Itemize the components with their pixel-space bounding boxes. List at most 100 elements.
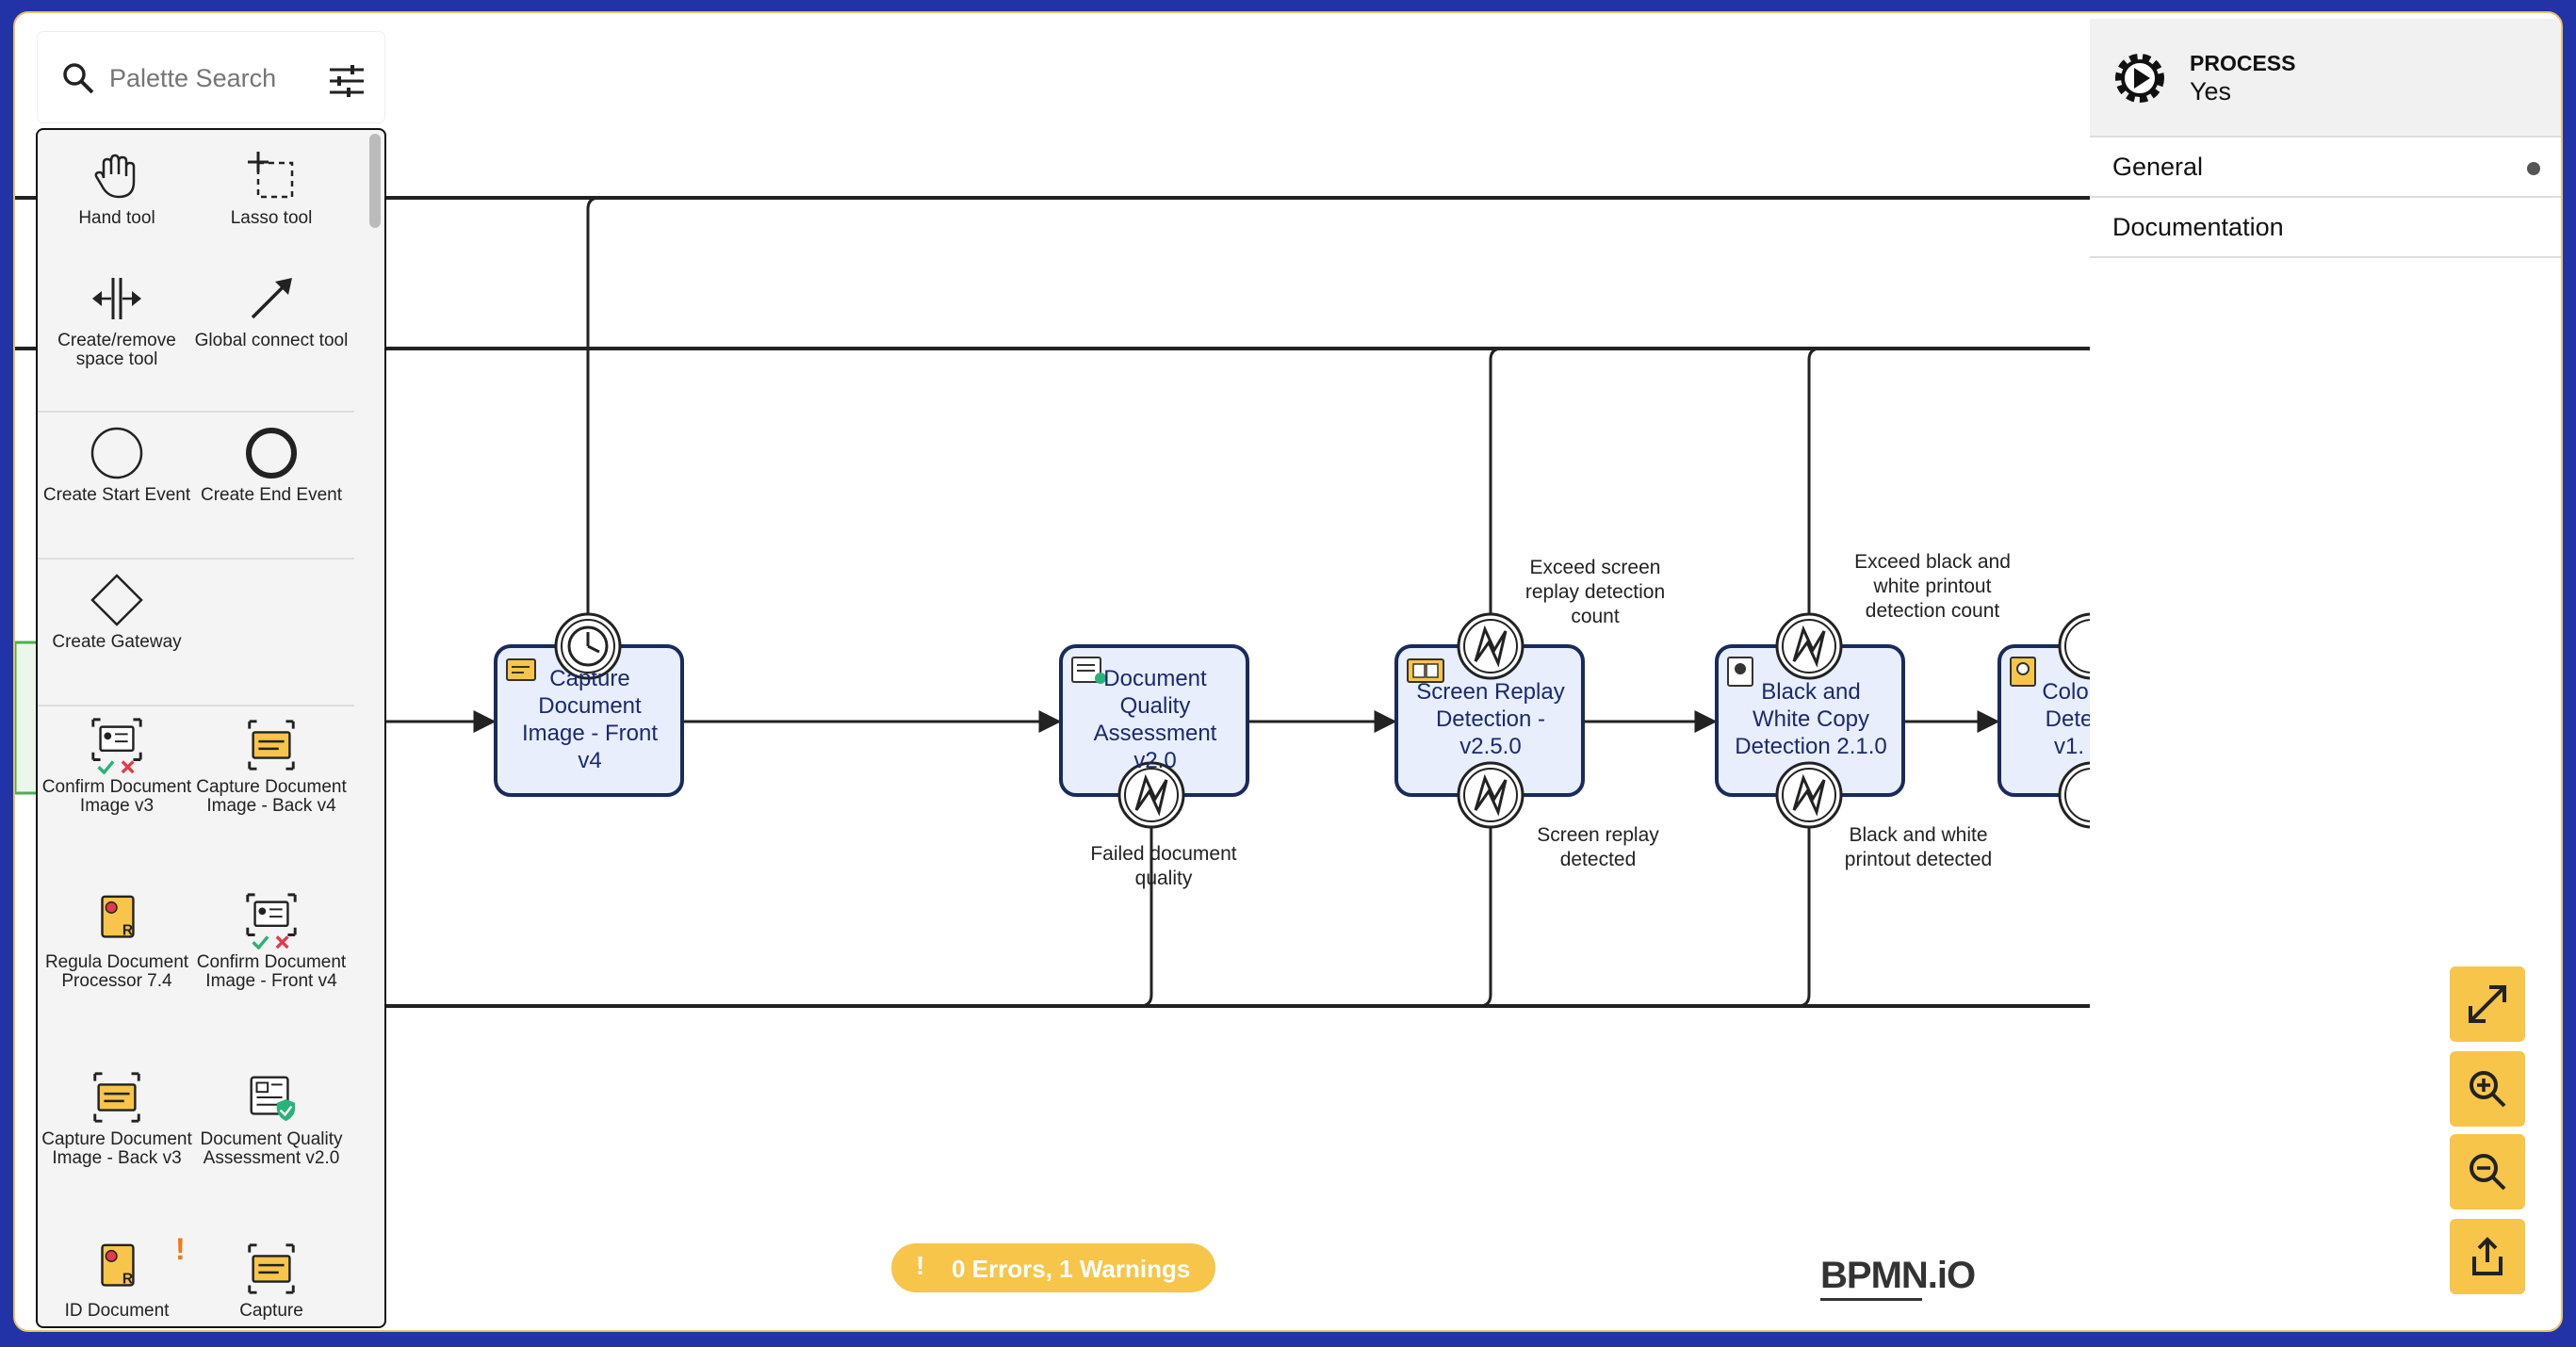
bw-up-flow[interactable]	[1807, 347, 1821, 625]
palette-item-label: Lasso tool	[230, 208, 313, 228]
palette-item-label: Global connect tool	[194, 331, 349, 350]
palette-separator	[38, 705, 354, 706]
warning-marker: !	[175, 1232, 186, 1266]
error-icon	[1134, 773, 1168, 817]
bw-down-flow[interactable]	[1797, 818, 1811, 1008]
capture-document-icon	[506, 658, 536, 681]
screen-replay-icon	[1407, 658, 1444, 683]
sliders-icon[interactable]	[328, 64, 366, 98]
export-button[interactable]	[2450, 1219, 2525, 1294]
section-label: Documentation	[2112, 213, 2284, 241]
error-icon	[1474, 625, 1508, 668]
annotation-failed-quality[interactable]: Failed document quality	[1090, 843, 1237, 889]
start-event-icon	[90, 427, 143, 479]
hand-icon	[94, 154, 136, 199]
palette-hand-tool[interactable]: Hand tool	[40, 147, 194, 228]
palette-item-label: Capture	[239, 1301, 303, 1321]
gateway-icon	[90, 574, 143, 626]
bpmn-modeler: Capture Document Image - Front v4 Docume…	[13, 11, 2563, 1332]
color-detection-icon	[2010, 657, 2036, 687]
section-label: General	[2112, 153, 2204, 181]
palette-document-quality[interactable]: Document Quality Assessment v2.0	[194, 1068, 349, 1168]
palette-capture-back-v4[interactable]: Capture Document Image - Back v4	[194, 716, 349, 816]
lint-status-button[interactable]: ! 0 Errors, 1 Warnings	[891, 1243, 1215, 1292]
palette: Hand tool Lasso tool Create/remove space…	[36, 128, 386, 1328]
capture-document-icon	[93, 1072, 140, 1123]
palette-item-label: Create/remove space tool	[57, 331, 176, 369]
regula-document-icon: R	[101, 895, 135, 939]
palette-item-label: Capture Document Image - Back v3	[41, 1129, 192, 1168]
id-document-icon: R	[101, 1243, 135, 1288]
document-quality-icon	[250, 1076, 296, 1122]
palette-item-label: Document Quality Assessment v2.0	[200, 1129, 343, 1168]
palette-confirm-document-v3[interactable]: Confirm Document Image v3	[40, 716, 194, 816]
svg-text:R: R	[122, 1272, 133, 1288]
palette-item-label: Capture Document Image - Back v4	[196, 777, 347, 816]
palette-item-label: ID Document	[64, 1301, 170, 1321]
properties-name: Yes	[2190, 77, 2232, 105]
capture-document-icon	[248, 1243, 295, 1294]
palette-id-document[interactable]: R ID Document	[40, 1240, 194, 1321]
error-boundary-event-bw-bottom[interactable]	[1775, 761, 1843, 829]
zoom-out-button[interactable]	[2450, 1134, 2525, 1209]
palette-search	[38, 32, 384, 122]
section-dot	[2527, 162, 2540, 175]
palette-gateway[interactable]: Create Gateway	[40, 571, 194, 652]
palette-item-label: Create Gateway	[52, 632, 182, 652]
error-boundary-event-screen-top[interactable]	[1457, 612, 1524, 680]
search-icon	[63, 63, 94, 94]
annotation-exceed-bw[interactable]: Exceed black and white printout detectio…	[1854, 551, 2011, 622]
palette-item-label: Create End Event	[201, 485, 342, 505]
palette-separator	[38, 558, 354, 560]
zoom-in-button[interactable]	[2450, 1051, 2525, 1127]
error-boundary-event-screen-bottom[interactable]	[1457, 761, 1524, 829]
fullscreen-icon	[2469, 985, 2506, 1023]
properties-section-general[interactable]: General	[2090, 138, 2561, 198]
annotation-bw-detected[interactable]: Black and white printout detected	[1844, 824, 1993, 870]
palette-end-event[interactable]: Create End Event	[194, 424, 349, 505]
palette-global-connect[interactable]: Global connect tool	[194, 269, 349, 350]
palette-item-label: Regula Document Processor 7.4	[44, 952, 189, 991]
palette-regula-processor[interactable]: R Regula Document Processor 7.4	[40, 891, 194, 991]
fullscreen-button[interactable]	[2450, 966, 2525, 1042]
annotation-screen-detected[interactable]: Screen replay detected	[1537, 824, 1659, 870]
properties-header: PROCESS Yes	[2090, 19, 2561, 138]
palette-start-event[interactable]: Create Start Event	[40, 424, 194, 505]
palette-capture-back-v3[interactable]: Capture Document Image - Back v3	[40, 1068, 194, 1168]
error-icon	[1792, 625, 1826, 668]
properties-section-documentation[interactable]: Documentation	[2090, 198, 2561, 258]
error-boundary-event-quality[interactable]	[1117, 761, 1185, 829]
palette-separator	[38, 411, 354, 413]
svg-text:R: R	[122, 923, 133, 939]
status-text: 0 Errors, 1 Warnings	[952, 1255, 1191, 1283]
palette-scrollbar[interactable]	[369, 134, 381, 228]
screen-replay-down-flow[interactable]	[1478, 818, 1492, 1008]
zoom-out-icon	[2470, 1154, 2506, 1191]
capture-document-icon	[248, 720, 295, 771]
space-tool-icon	[92, 278, 141, 319]
palette-item-label: Confirm Document Image v3	[41, 777, 192, 816]
zoom-in-icon	[2470, 1071, 2506, 1108]
timer-flow[interactable]	[586, 196, 600, 625]
palette-capture[interactable]: Capture	[194, 1240, 349, 1321]
screen-replay-up-flow[interactable]	[1489, 347, 1503, 625]
palette-space-tool[interactable]: Create/remove space tool	[40, 269, 194, 369]
palette-lasso-tool[interactable]: Lasso tool	[194, 147, 349, 228]
confirm-document-icon	[91, 718, 142, 774]
timer-boundary-event[interactable]	[554, 612, 622, 680]
palette-confirm-front-v4[interactable]: Confirm Document Image - Front v4	[194, 891, 349, 991]
error-icon	[1474, 773, 1508, 817]
palette-item-label: Confirm Document Image - Front v4	[196, 952, 347, 991]
logo-underline	[1820, 1298, 1922, 1301]
annotation-exceed-screen[interactable]: Exceed screen replay detection count	[1524, 557, 1666, 627]
export-icon	[2472, 1237, 2503, 1275]
error-boundary-event-bw-top[interactable]	[1775, 612, 1843, 680]
failed-quality-flow[interactable]	[1139, 818, 1153, 1008]
lasso-icon	[248, 152, 294, 199]
offscreen-element[interactable]	[15, 641, 40, 795]
end-event-icon	[246, 428, 297, 479]
palette-search-input[interactable]	[107, 58, 281, 98]
process-gear-icon	[2115, 54, 2164, 103]
document-quality-icon	[1071, 657, 1106, 684]
bpmn-io-logo[interactable]: BPMN.iO	[1820, 1255, 1976, 1296]
